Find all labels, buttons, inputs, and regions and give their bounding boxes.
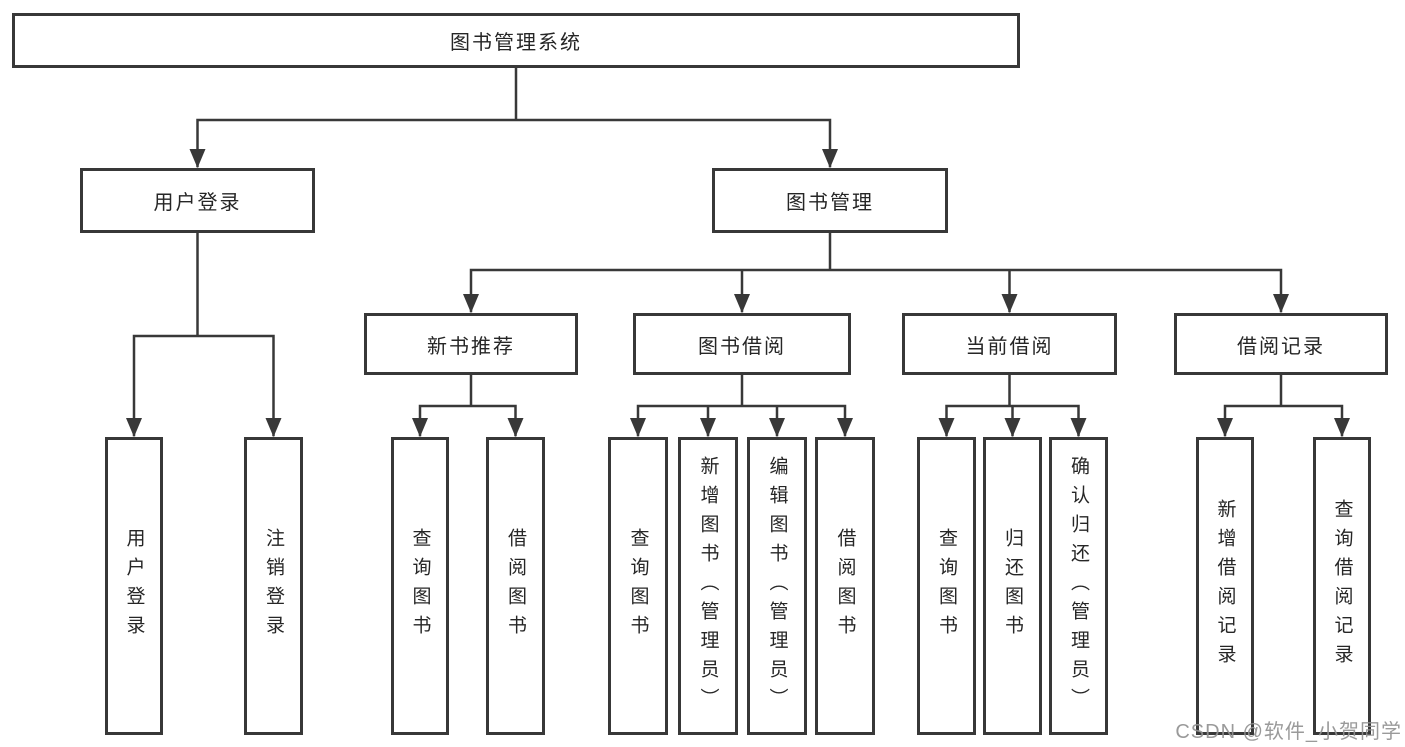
node-label: 当前借阅	[965, 335, 1054, 358]
node-label: 用户登录	[153, 192, 242, 214]
node-new-book-recommend: 新书推荐	[364, 313, 578, 375]
arrowhead-icon	[837, 418, 853, 437]
node-label: 编辑图书（管理员）	[766, 455, 788, 717]
node-library-management-system: 图书管理系统	[12, 13, 1020, 68]
node-label: 图书管理	[786, 192, 874, 214]
node-leaf-query-books-recommend: 查询图书	[391, 437, 449, 735]
arrowhead-icon	[1273, 294, 1289, 313]
node-label: 查询图书	[627, 528, 649, 644]
node-book-management: 图书管理	[712, 168, 948, 233]
node-leaf-logout: 注销登录	[244, 437, 303, 735]
arrowhead-icon	[1217, 418, 1233, 437]
node-leaf-return-books: 归还图书	[983, 437, 1042, 735]
node-borrowing-records: 借阅记录	[1174, 313, 1388, 375]
arrowhead-icon	[734, 294, 750, 313]
node-label: 查询图书	[409, 528, 431, 644]
arrowhead-icon	[1334, 418, 1350, 437]
node-leaf-add-borrow-record: 新增借阅记录	[1196, 437, 1254, 735]
node-label: 借阅图书	[505, 528, 526, 644]
node-label: 注销登录	[263, 528, 284, 644]
node-label: 查询借阅记录	[1331, 499, 1353, 673]
arrowhead-icon	[265, 418, 282, 437]
arrowhead-icon	[938, 418, 955, 437]
arrowhead-icon	[463, 294, 479, 313]
arrowhead-icon	[1001, 294, 1018, 313]
node-leaf-borrow-books-recommend: 借阅图书	[486, 437, 545, 735]
node-leaf-query-books-current: 查询图书	[917, 437, 976, 735]
node-label: 图书借阅	[698, 335, 786, 358]
arrowhead-icon	[412, 418, 428, 437]
node-book-borrowing: 图书借阅	[633, 313, 851, 375]
node-label: 查询图书	[936, 528, 957, 644]
arrowhead-icon	[507, 418, 524, 437]
node-current-borrowing: 当前借阅	[902, 313, 1117, 375]
node-label: 借阅记录	[1237, 335, 1325, 358]
node-label: 新增借阅记录	[1214, 499, 1236, 673]
node-label: 新增图书（管理员）	[697, 455, 719, 717]
node-leaf-add-books-admin: 新增图书（管理员）	[678, 437, 738, 735]
arrowhead-icon	[189, 149, 206, 168]
node-label: 确认归还（管理员）	[1068, 455, 1089, 717]
arrowheads-group	[126, 149, 1350, 437]
node-leaf-borrow-books-borrowing: 借阅图书	[815, 437, 875, 735]
arrowhead-icon	[1070, 418, 1087, 437]
node-leaf-query-books-borrowing: 查询图书	[608, 437, 668, 735]
node-user-login: 用户登录	[80, 168, 315, 233]
arrowhead-icon	[1004, 418, 1021, 437]
arrowhead-icon	[630, 418, 646, 437]
arrowhead-icon	[700, 418, 716, 437]
node-leaf-edit-books-admin: 编辑图书（管理员）	[747, 437, 807, 735]
arrowhead-icon	[126, 418, 142, 437]
node-leaf-user-login: 用户登录	[105, 437, 163, 735]
arrowhead-icon	[822, 149, 838, 168]
node-label: 图书管理系统	[450, 32, 582, 54]
connector-lines	[132, 66, 1344, 437]
node-label: 归还图书	[1002, 528, 1023, 644]
arrowhead-icon	[769, 418, 785, 437]
node-leaf-confirm-return-admin: 确认归还（管理员）	[1049, 437, 1108, 735]
node-label: 新书推荐	[427, 335, 515, 358]
node-leaf-query-borrow-record: 查询借阅记录	[1313, 437, 1371, 735]
node-label: 用户登录	[123, 528, 145, 644]
node-label: 借阅图书	[834, 528, 856, 644]
